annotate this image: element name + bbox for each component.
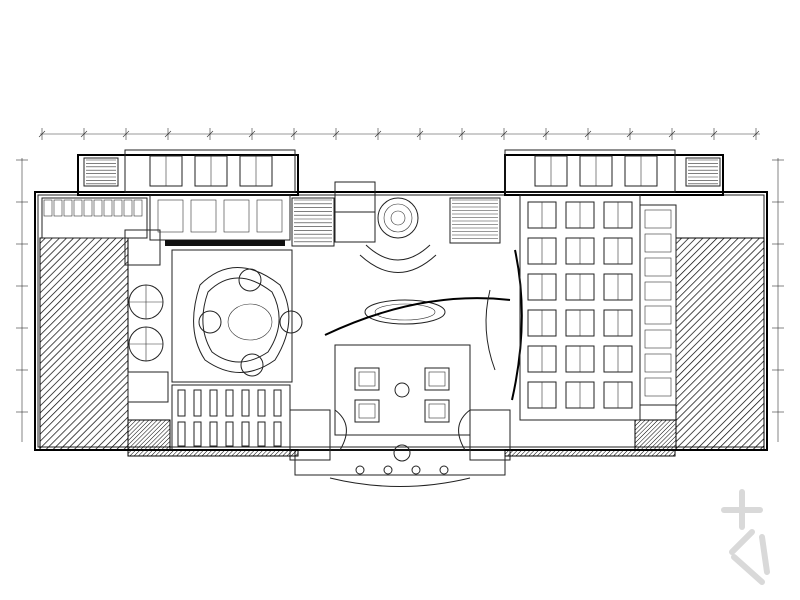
round-tables-left — [127, 284, 169, 403]
watermark-logo-icon — [721, 489, 770, 585]
office-block-upper-left — [124, 149, 296, 246]
side-dimension-lines — [16, 158, 784, 442]
top-dimension-line — [38, 128, 760, 140]
bottom-strip — [127, 449, 676, 457]
lobby-lounge — [289, 344, 511, 461]
office-grid-right — [519, 194, 677, 421]
bench-rows-lower-left — [171, 384, 291, 451]
right-curved-partition — [485, 249, 523, 401]
right-hatched-zone — [634, 237, 765, 451]
stair-top-left — [83, 157, 119, 187]
left-corridor — [41, 197, 161, 266]
left-hatched-zone — [39, 237, 171, 451]
office-block-upper-right — [504, 149, 676, 193]
entrance-canopy — [294, 444, 506, 487]
building-outline — [34, 154, 768, 451]
stair-top-right — [685, 157, 721, 187]
reception-counter — [324, 244, 511, 336]
central-atrium — [171, 249, 303, 383]
central-core — [291, 181, 501, 247]
